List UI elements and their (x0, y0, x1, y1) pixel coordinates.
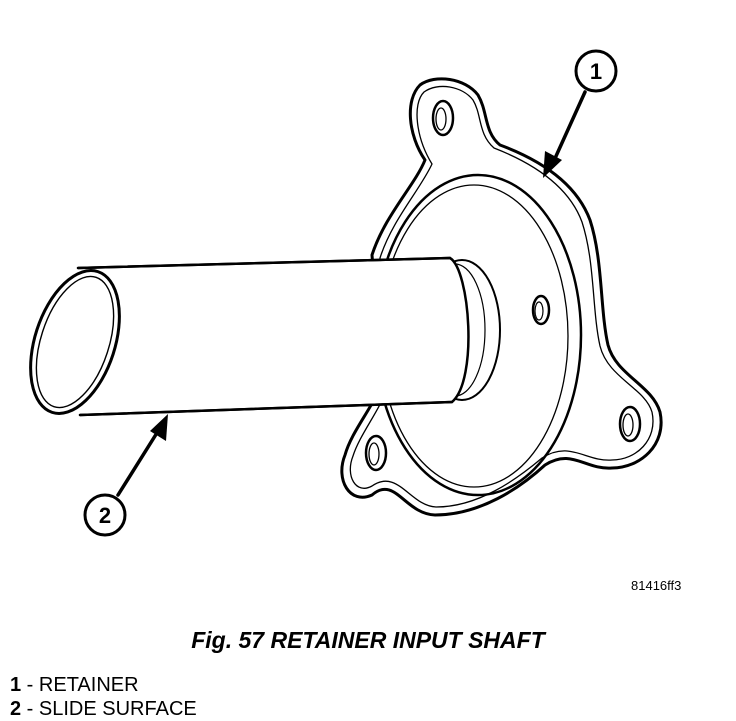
mounting-hole-right-inner (622, 413, 634, 437)
callout-2-leader (116, 426, 162, 497)
oil-hole-inner (534, 301, 544, 321)
tube-open-end-inner (35, 275, 115, 409)
tube-open-end-outer (29, 269, 121, 415)
legend-item-separator: - (21, 698, 39, 720)
callout-2-arrowhead (150, 414, 168, 441)
slide-surface-tube (76, 256, 470, 417)
retainer-input-shaft-illustration: 1 2 (29, 49, 663, 537)
legend-item-number: 1 (10, 674, 22, 696)
mounting-hole-top (431, 99, 455, 137)
callout-1-leader (550, 90, 587, 167)
legend-item-separator: - (21, 674, 39, 696)
figure-id: 81416ff3 (631, 578, 682, 593)
figure-caption: Fig. 57 RETAINER INPUT SHAFT (191, 627, 545, 653)
legend: 1 - RETAINER 2 - SLIDE SURFACE (10, 673, 197, 721)
mounting-hole-right (618, 405, 642, 443)
legend-item-label: SLIDE SURFACE (38, 698, 197, 720)
mounting-hole-bottom-inner (368, 442, 380, 466)
oil-hole (531, 294, 551, 326)
tube-bottom-edge (78, 400, 454, 417)
callout-1-arrowhead (543, 151, 562, 178)
callout-1-number: 1 (590, 59, 602, 84)
mounting-hole-bottom (364, 434, 388, 472)
mounting-hole-top-inner (435, 107, 447, 131)
legend-item-slide-surface: 2 - SLIDE SURFACE (10, 697, 197, 721)
legend-item-label: RETAINER (38, 674, 139, 696)
callout-2-number: 2 (99, 503, 111, 528)
callout-2-circle (83, 493, 127, 537)
legend-item-retainer: 1 - RETAINER (10, 673, 197, 697)
legend-item-number: 2 (10, 698, 22, 720)
callout-1-circle (574, 49, 618, 93)
tube-top-edge (76, 256, 452, 270)
